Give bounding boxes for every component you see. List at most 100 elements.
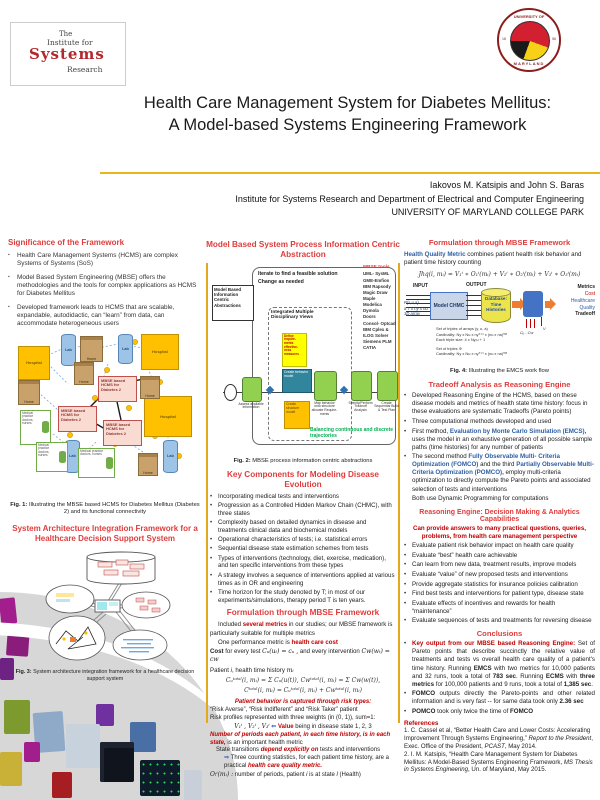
isr-logo-the: The bbox=[59, 30, 73, 38]
fig4-metrics-title: Metrics bbox=[577, 284, 595, 291]
medical-practice-box: Medical practice doctors, nurses bbox=[78, 447, 115, 478]
fig4-output-arrow bbox=[466, 300, 481, 302]
lab-label: Lab bbox=[167, 454, 174, 459]
list-item: Sequential disease state estimation sche… bbox=[210, 545, 396, 553]
cost-formula-2: Cᵗᵒᵗᵃˡ(i, mᵢ) = Cᵤᵗᵒᵗᵃˡ(i, mᵢ) + Cwᵗᵒᵗᵃˡ… bbox=[244, 686, 362, 694]
middle-frame: Iterate to find a feasible solution Chan… bbox=[206, 262, 400, 723]
list-item: The second method Fully Observable Multi… bbox=[404, 453, 595, 493]
umd-seal-icon: UNIVERSITY OF 18 56 MARYLAND bbox=[497, 8, 561, 72]
significance-list: Health Care Management Systems (HCMS) ar… bbox=[8, 252, 202, 329]
authors-names: Iakovos M. Katsipis and John S. Baras bbox=[429, 180, 584, 190]
fig4-metric-tradeoff: Tradeoff bbox=[575, 311, 595, 318]
fig4-metric-healthcare: Healthcare bbox=[570, 297, 595, 304]
medical-label: Medical practice doctors, nurses bbox=[38, 442, 50, 458]
list-item: Developed Reasoning Engine of the HCMS, … bbox=[404, 392, 595, 416]
fig2-green-box bbox=[242, 376, 262, 402]
risk-profiles-line2: Risk profiles represented with three wei… bbox=[210, 714, 376, 721]
poster-title-line1: Health Care Management System for Diabet… bbox=[143, 94, 552, 112]
fig4-orange-arrow bbox=[545, 298, 556, 311]
figure-2-caption-text: MBSE process information centric abstrac… bbox=[250, 457, 373, 464]
figure-4-caption-tag: Fig. 4: bbox=[450, 368, 468, 375]
authors-university: UNIVERSITY OF MARYLAND COLLEGE PARK bbox=[391, 207, 584, 217]
key-components-list: Incorporating medical tests and interven… bbox=[210, 493, 396, 605]
list-item: Progression as a Controlled Hidden Marko… bbox=[210, 502, 396, 518]
figure-3-architecture-diagram bbox=[8, 549, 202, 667]
home-label: Home bbox=[86, 356, 97, 361]
medical-practice-box: Medical practice doctors, nurses bbox=[20, 409, 51, 445]
isr-logo-institute: Institute for bbox=[47, 38, 93, 47]
fig4-input-arrow bbox=[406, 295, 430, 297]
fig4-input-label: INPUT bbox=[413, 283, 428, 290]
tool-item: CATIA bbox=[363, 345, 377, 351]
periods-metric-line: Number of periods each patient, in each … bbox=[210, 731, 391, 746]
list-item: Evaluate sequences of tests and treatmen… bbox=[404, 617, 595, 625]
fig2-green-box bbox=[314, 370, 337, 401]
fig4-red-arrow bbox=[534, 319, 535, 329]
formulation-paragraph-2: One performance metric is health care co… bbox=[218, 638, 338, 646]
fig4-input-arrow bbox=[406, 303, 430, 305]
collage-tile bbox=[96, 704, 114, 726]
state-transitions-line: State transitions depend explicitly on t… bbox=[216, 747, 381, 754]
tool-item: IBM Rapsody bbox=[363, 283, 391, 289]
list-item: A strategy involves a sequence of interv… bbox=[210, 572, 396, 588]
health-quality-paragraph: Health Quality Metric combines patient h… bbox=[404, 251, 582, 267]
collage-tile bbox=[24, 742, 40, 762]
risk-profiles-line1: “Risk Averse”, “Risk Indifferent” and “R… bbox=[210, 706, 358, 713]
fig4-cost-vars-label: Cᵤ - Cw bbox=[520, 330, 534, 336]
lab-label: Lab bbox=[122, 346, 129, 351]
tool-item: Modelica bbox=[363, 302, 382, 308]
list-item: Incorporating medical tests and interven… bbox=[210, 493, 396, 501]
fig2-green-note: Balancing continuous and discrete trajec… bbox=[310, 426, 394, 439]
risk-types-line: Patient behavior is captured through ris… bbox=[234, 699, 372, 705]
list-item: Find best tests and interventions for pa… bbox=[404, 590, 595, 598]
reasoning-heading: Reasoning Engine: Decision Making & Anal… bbox=[419, 509, 580, 524]
fig4-input-arrow bbox=[406, 311, 430, 313]
key-components-heading: Key Components for Modeling Disease Evol… bbox=[227, 469, 379, 489]
fig4-v-label: V bbox=[543, 326, 546, 332]
fig2-iterate-box bbox=[252, 266, 396, 445]
collage-tile bbox=[0, 752, 22, 786]
fig2-start-node bbox=[224, 383, 237, 401]
fig4-output-arrow bbox=[466, 310, 481, 312]
home-label: Home bbox=[145, 393, 155, 398]
home-cube: Home bbox=[140, 375, 160, 399]
conclusions-list: Key output from our MBSE based Reasoning… bbox=[404, 640, 595, 716]
mbse-process-heading: Model Based System Process Information C… bbox=[206, 240, 400, 259]
collage-tile bbox=[100, 742, 134, 782]
authors-block: Iakovos M. Katsipis and John S. Baras In… bbox=[235, 179, 584, 220]
list-item: Evaluate effects of incentives and rewar… bbox=[404, 600, 595, 616]
list-item: Evaluate “value” of new proposed tests a… bbox=[404, 571, 595, 579]
home-cube: Home bbox=[18, 379, 40, 405]
fig4-output-arrow bbox=[466, 295, 481, 297]
fig2-structure-box: Create structure model bbox=[284, 400, 310, 429]
list-item: POMCO took only twice the time of FOMCO bbox=[404, 708, 595, 716]
lab-cylinder: Lab bbox=[61, 333, 76, 366]
tool-item: Doors bbox=[363, 314, 376, 320]
figure-2-caption-tag: Fig. 2: bbox=[233, 457, 251, 464]
mbse-hcms-box: MBSE based HCMS for Diabetes 2 bbox=[103, 419, 142, 446]
conclusions-heading: Conclusions bbox=[476, 629, 523, 639]
lab-label: Lab bbox=[69, 454, 76, 459]
fig4-analysis-box bbox=[523, 291, 543, 318]
fig4-red-arrow bbox=[530, 319, 531, 329]
fig4-p-line1: P(s,u,a) bbox=[404, 300, 419, 306]
poster-title-line2: A Model-based Systems Engineering Framew… bbox=[168, 116, 527, 135]
figure-3-caption-text: System architecture integration framewor… bbox=[31, 669, 195, 682]
periods-definition-line: Oₗⁱ(mᵢ) : number of periods, patient i i… bbox=[210, 771, 361, 779]
medical-cylinder-icon bbox=[59, 450, 66, 463]
umd-seal-year-right: 56 bbox=[552, 37, 556, 41]
figure-1-network-diagram: Hospital Hospital Hospital Lab Lab Lab L… bbox=[8, 333, 202, 500]
fig2-iterate-line1: Iterate to find a feasible solution bbox=[258, 270, 338, 277]
architecture-heading: System Architecture Integration Framewor… bbox=[12, 524, 198, 544]
fig4-output-arrow bbox=[466, 305, 481, 307]
medical-label: Medical practice doctors, nurses bbox=[80, 448, 104, 457]
figure-3-caption-tag: Fig. 3: bbox=[15, 669, 32, 676]
reasoning-list: Evaluate patient risk behavior impact on… bbox=[404, 542, 595, 625]
fig4-p-line3: 3D array bbox=[404, 311, 421, 317]
home-cube: Home bbox=[138, 452, 158, 476]
figure-4-emcs-workflow: INPUT OUTPUT Model CHMC Database: Time H… bbox=[404, 282, 595, 375]
figure-2-mbse-process: Iterate to find a feasible solution Chan… bbox=[210, 263, 399, 456]
figure-2-caption: Fig. 2: MBSE process information centric… bbox=[210, 458, 396, 465]
fig2-views-label: Integrated Multiple Disciplinary Views bbox=[271, 309, 314, 320]
